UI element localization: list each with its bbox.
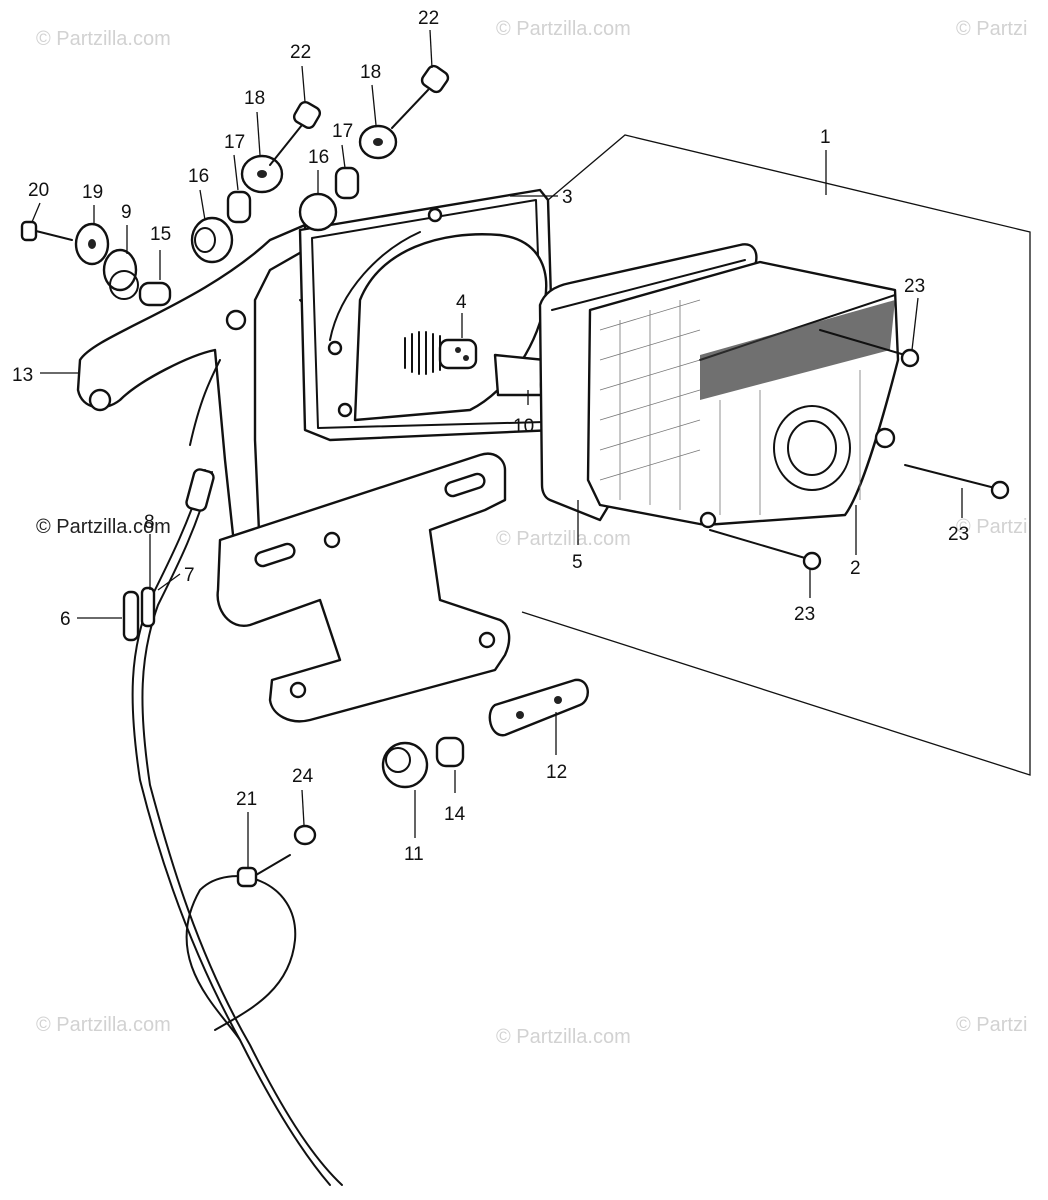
- watermark: © Partzilla.com: [496, 1026, 631, 1048]
- watermark: © Partzi: [956, 516, 1028, 538]
- callout-24: 24: [292, 766, 314, 787]
- tail-lens[interactable]: [586, 260, 900, 529]
- callout-16: 16: [188, 166, 209, 187]
- collar-14[interactable]: [435, 736, 465, 768]
- connector-7[interactable]: [140, 586, 156, 628]
- callout-23: 23: [794, 604, 815, 625]
- callout-23: 23: [904, 276, 925, 297]
- washer-left[interactable]: [240, 154, 284, 194]
- callout-7: 7: [184, 565, 195, 586]
- callout-23: 23: [948, 524, 969, 545]
- callout-2: 2: [850, 558, 861, 579]
- callout-21: 21: [236, 789, 257, 810]
- lens-screw-lower[interactable]: [709, 529, 822, 571]
- connector-6[interactable]: [122, 590, 140, 642]
- callout-11: 11: [404, 844, 424, 865]
- callout-17: 17: [224, 132, 245, 153]
- callout-22: 22: [290, 42, 311, 63]
- watermark: © Partzi: [956, 18, 1028, 40]
- callout-16: 16: [308, 147, 329, 168]
- lens-screw-upper[interactable]: [819, 329, 920, 368]
- callout-1: 1: [820, 127, 831, 148]
- callout-6: 6: [60, 609, 71, 630]
- watermark: © Partzi: [956, 1014, 1028, 1036]
- watermark: © Partzilla.com: [496, 528, 631, 550]
- callout-15: 15: [150, 224, 171, 245]
- leader-lines: [31, 29, 963, 868]
- callout-19: 19: [82, 182, 103, 203]
- callout-8: 8: [144, 512, 155, 533]
- callout-17: 17: [332, 121, 353, 142]
- washer-24[interactable]: [293, 824, 317, 846]
- lamp-reflector-assembly[interactable]: [298, 188, 557, 442]
- washer-right[interactable]: [358, 124, 398, 160]
- grommet-9[interactable]: [102, 248, 139, 300]
- watermark: © Partzilla.com: [36, 28, 171, 50]
- license-plate-bracket[interactable]: [216, 452, 511, 723]
- collar-right[interactable]: [334, 166, 360, 200]
- collar-left[interactable]: [226, 190, 252, 224]
- socket-spring[interactable]: [404, 331, 478, 375]
- callout-13: 13: [12, 365, 33, 386]
- bolt-left[interactable]: [269, 100, 322, 166]
- callout-12: 12: [546, 762, 567, 783]
- bolt-21[interactable]: [236, 854, 291, 888]
- bolt-right[interactable]: [391, 64, 450, 129]
- callout-22: 22: [418, 8, 439, 29]
- grommet-right[interactable]: [298, 192, 338, 232]
- callout-3: 3: [562, 187, 573, 208]
- watermark: © Partzilla.com: [36, 516, 171, 538]
- callout-9: 9: [121, 202, 132, 223]
- washer-19[interactable]: [74, 222, 110, 266]
- watermark: © Partzilla.com: [36, 1014, 171, 1036]
- callout-labels: 1 2 3 4 5 6 7 8 9 10 11 12 13 14 15 16 1…: [12, 8, 969, 865]
- lens-screw-right[interactable]: [904, 464, 1010, 500]
- connector-8[interactable]: [185, 468, 215, 512]
- bolt-20[interactable]: [20, 220, 73, 242]
- callout-5: 5: [572, 552, 583, 573]
- collar-15[interactable]: [138, 281, 172, 307]
- grommet-left[interactable]: [190, 216, 234, 264]
- wire-clamp-12[interactable]: [488, 678, 589, 737]
- callout-4: 4: [456, 292, 467, 313]
- callout-18: 18: [244, 88, 265, 109]
- grommet-11[interactable]: [381, 741, 429, 789]
- watermark: © Partzilla.com: [496, 18, 631, 40]
- callout-14: 14: [444, 804, 466, 825]
- callout-10: 10: [513, 416, 534, 437]
- assembly-outline: [521, 134, 1031, 776]
- callout-18: 18: [360, 62, 381, 83]
- callout-20: 20: [28, 180, 49, 201]
